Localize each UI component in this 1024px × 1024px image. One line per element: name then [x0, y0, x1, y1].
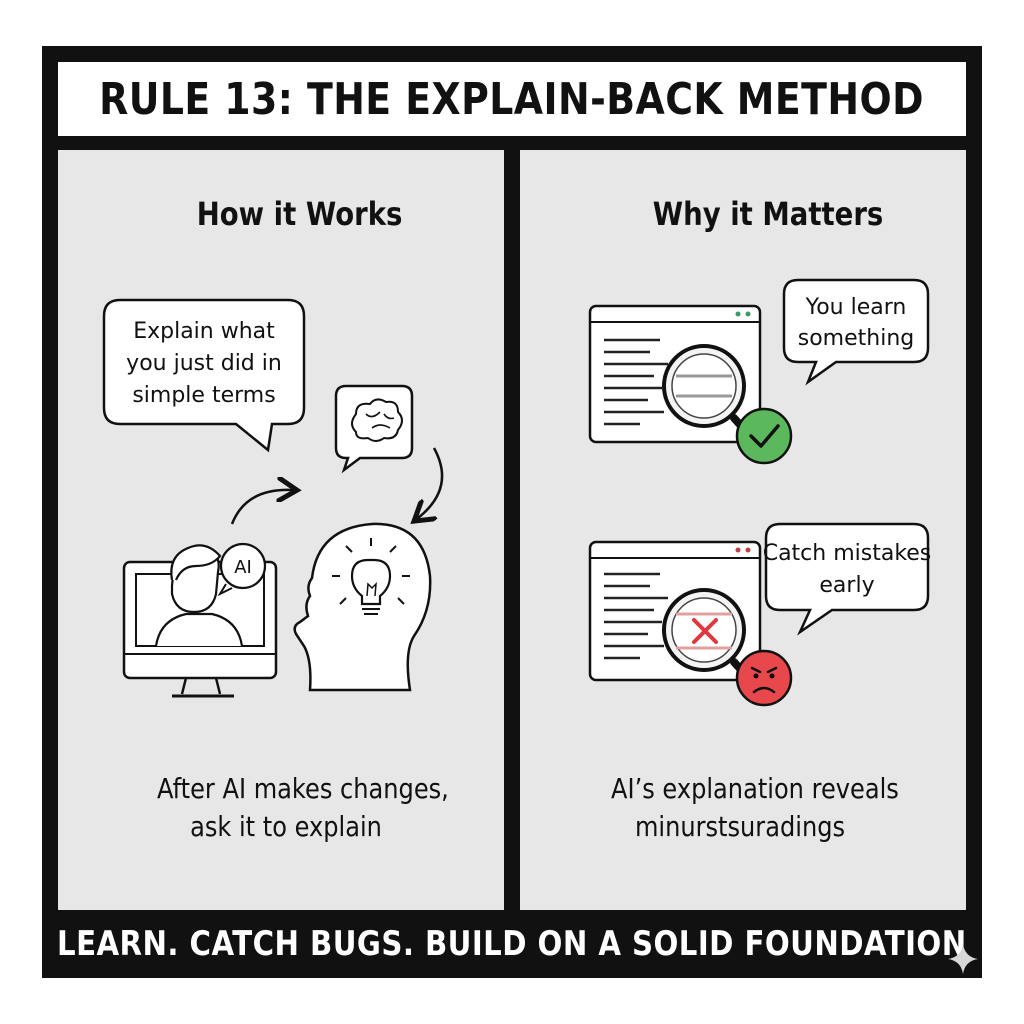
right-panel-heading: Why it Matters — [652, 195, 884, 233]
right-caption-line-2: minurstsuradings — [634, 810, 846, 843]
right-caption: AI’s explanation reveals minurstsurading… — [611, 770, 899, 846]
learn-speech-bubble: You learn something — [782, 278, 930, 386]
right-caption-line-1: AI’s explanation reveals — [611, 772, 899, 805]
left-caption: After AI makes changes, ask it to explai… — [157, 770, 449, 846]
document-magnifier-check-icon — [588, 304, 762, 444]
arrow-icon — [418, 447, 444, 518]
bubble-line-3: simple terms — [132, 383, 275, 408]
page-title: RULE 13: THE EXPLAIN-BACK METHOD — [99, 73, 925, 125]
mistakes-bubble-line-1: Catch mistakes — [763, 541, 932, 566]
ai-badge-label: AI — [234, 557, 252, 578]
document-magnifier-x-icon — [588, 540, 762, 686]
mistakes-speech-bubble: Catch mistakes early — [763, 522, 932, 636]
footer-banner: LEARN. CATCH BUGS. BUILD ON A SOLID FOUN… — [42, 910, 982, 978]
mistakes-bubble-line-2: early — [819, 573, 874, 598]
left-panel-heading: How it Works — [196, 195, 403, 233]
left-caption-line-2: ask it to explain — [190, 810, 382, 843]
angry-face-icon — [735, 649, 793, 707]
learn-bubble-line-1: You learn — [805, 295, 907, 320]
left-panel — [58, 150, 504, 910]
bubble-line-2: you just did in — [126, 351, 282, 376]
lightbulb-head-icon — [293, 522, 432, 692]
title-banner: RULE 13: THE EXPLAIN-BACK METHOD — [58, 62, 966, 136]
explain-speech-bubble: Explain what you just did in simple term… — [102, 298, 306, 453]
arrow-icon — [230, 490, 292, 525]
ai-badge: AI — [217, 542, 267, 597]
check-icon — [735, 407, 793, 465]
footer-text: LEARN. CATCH BUGS. BUILD ON A SOLID FOUN… — [57, 924, 967, 964]
bubble-line-1: Explain what — [133, 319, 275, 344]
brain-icon — [334, 384, 414, 474]
learn-bubble-line-2: something — [798, 326, 914, 351]
sparkle-icon — [948, 944, 978, 974]
left-caption-line-1: After AI makes changes, — [157, 772, 449, 805]
